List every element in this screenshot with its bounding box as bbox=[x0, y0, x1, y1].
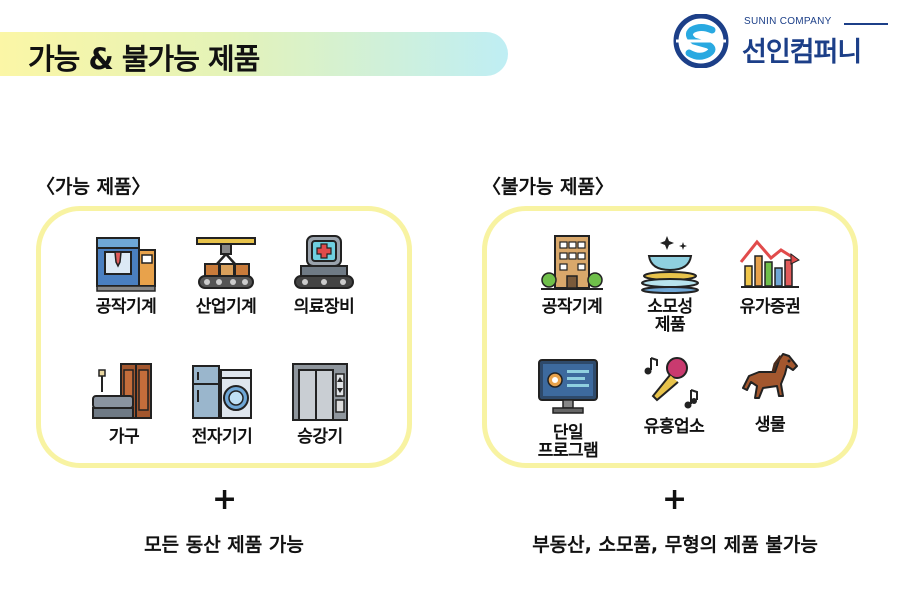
medical-robot-icon bbox=[294, 235, 354, 289]
right-item-label-line2: 프로그램 bbox=[537, 441, 599, 461]
left-item-elevator: 승강기 bbox=[270, 362, 370, 446]
right-panel bbox=[482, 206, 858, 468]
right-item-securities: 유가증권 bbox=[720, 232, 820, 316]
consumables-icon bbox=[641, 236, 699, 294]
right-item-living: 생물 bbox=[720, 350, 820, 434]
left-item-label: 공작기계 bbox=[95, 297, 157, 317]
left-note: 모든 동산 제품 가능 bbox=[144, 534, 304, 556]
left-item-furniture: 가구 bbox=[74, 362, 174, 446]
right-item-label: 유가증권 bbox=[739, 297, 801, 317]
right-item-label-line2: 제품 bbox=[654, 315, 686, 335]
right-plus-sign: + bbox=[662, 482, 688, 517]
right-item-software: 단일 프로그램 bbox=[518, 358, 618, 460]
left-item-medical: 의료장비 bbox=[274, 232, 374, 316]
appliances-icon bbox=[192, 365, 252, 419]
building-icon bbox=[541, 235, 603, 290]
logo-name-text: 선인컴퍼니 bbox=[742, 37, 862, 68]
cnc-machine-icon bbox=[96, 237, 156, 292]
right-item-label-line1: 소모성 bbox=[647, 297, 693, 317]
horse-icon bbox=[742, 353, 798, 399]
left-item-industrial: 산업기계 bbox=[176, 232, 276, 316]
company-logo: SUNIN COMPANY 선인컴퍼니 bbox=[672, 12, 892, 72]
right-item-label: 생물 bbox=[754, 415, 786, 435]
left-item-cnc: 공작기계 bbox=[76, 232, 176, 316]
right-item-label: 공작기계 bbox=[541, 297, 603, 317]
s-logo-icon bbox=[673, 14, 729, 68]
left-item-label: 전자기기 bbox=[191, 427, 253, 447]
left-item-label: 의료장비 bbox=[293, 297, 355, 317]
stock-chart-icon bbox=[739, 239, 800, 288]
left-item-electronics: 전자기기 bbox=[172, 362, 272, 446]
left-item-label: 승강기 bbox=[297, 427, 343, 447]
right-item-label: 유흥업소 bbox=[643, 417, 705, 437]
right-note: 부동산, 소모품, 무형의 제품 불가능 bbox=[532, 534, 818, 556]
left-heading: 〈가능 제품〉 bbox=[36, 176, 151, 198]
left-item-label: 산업기계 bbox=[195, 297, 257, 317]
furniture-icon bbox=[92, 363, 152, 419]
elevator-icon bbox=[292, 363, 348, 421]
left-plus-sign: + bbox=[212, 482, 238, 517]
right-heading: 〈불가능 제품〉 bbox=[482, 176, 615, 198]
conveyor-machine-icon bbox=[196, 237, 256, 289]
software-monitor-icon bbox=[538, 359, 598, 414]
right-item-building: 공작기계 bbox=[522, 232, 622, 316]
title-bar bbox=[0, 32, 508, 76]
right-item-entertainment: 유흥업소 bbox=[624, 352, 724, 436]
logo-divider bbox=[844, 23, 888, 25]
page-title: 가능 & 불가능 제품 bbox=[28, 42, 260, 76]
left-item-label: 가구 bbox=[108, 427, 140, 447]
karaoke-microphone-icon bbox=[644, 357, 698, 409]
right-item-consumables: 소모성 제품 bbox=[620, 232, 720, 334]
right-item-label-line1: 단일 bbox=[552, 423, 584, 443]
logo-company-text: SUNIN COMPANY bbox=[744, 16, 832, 27]
